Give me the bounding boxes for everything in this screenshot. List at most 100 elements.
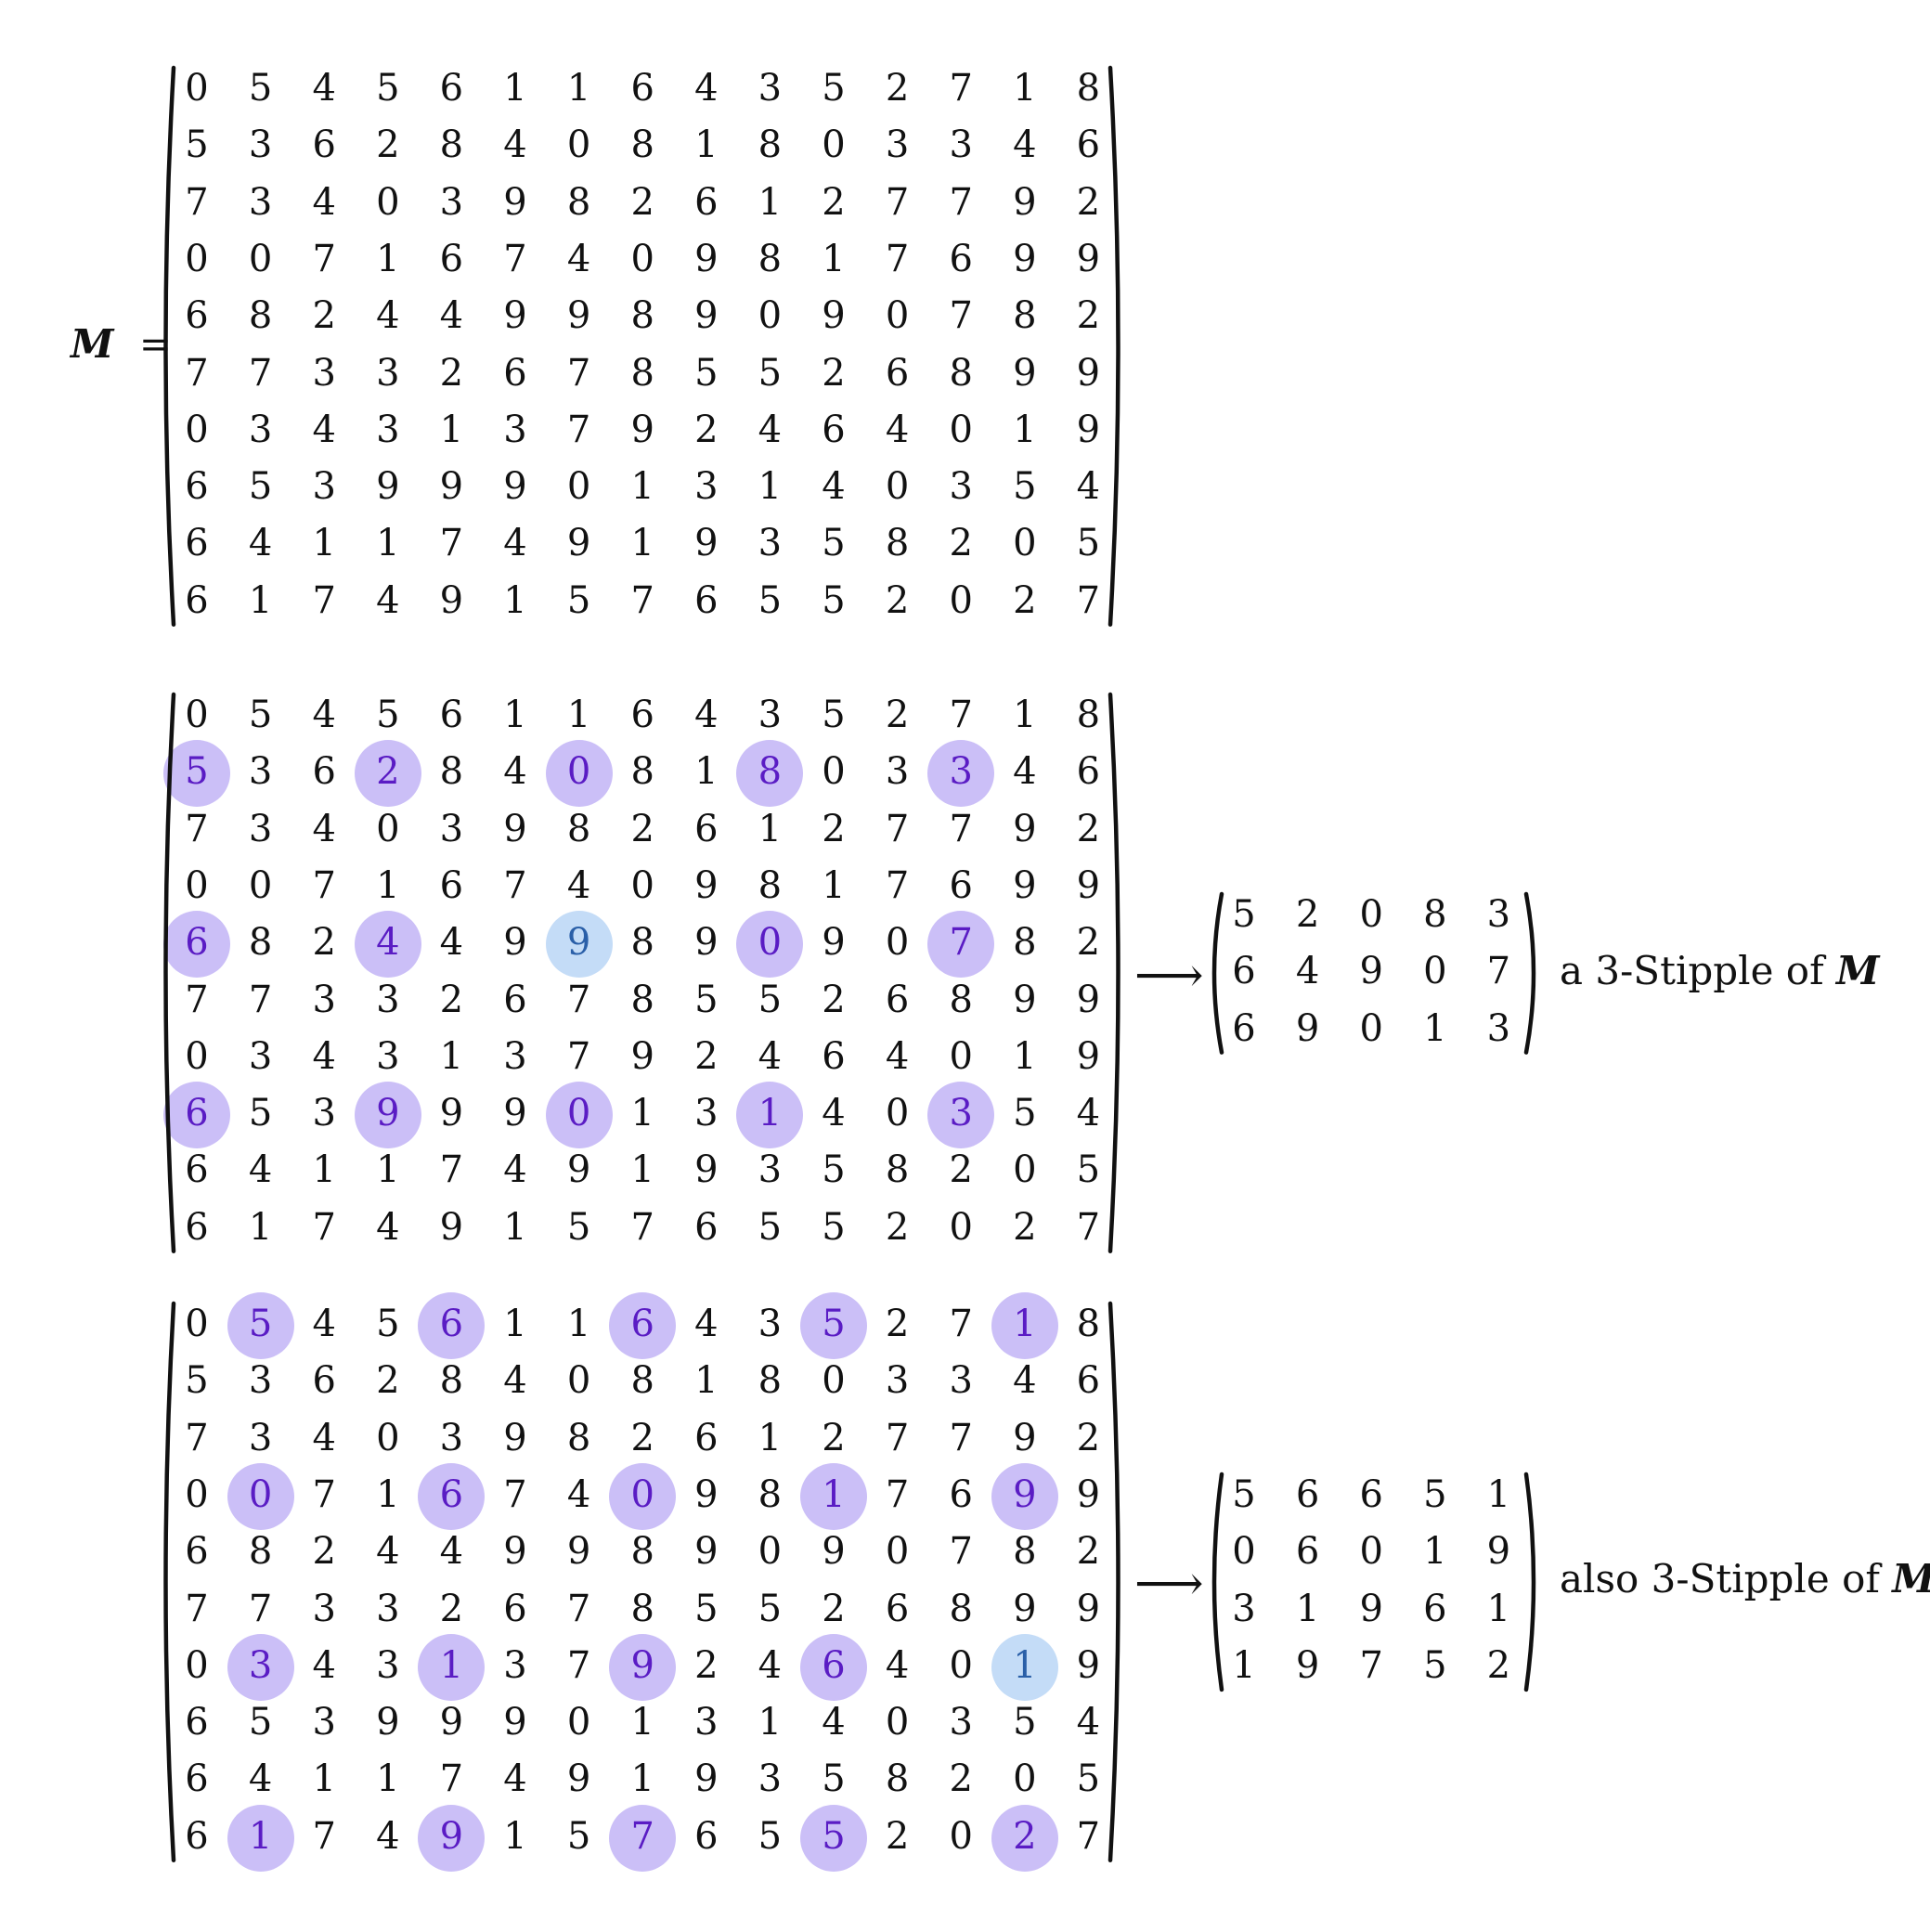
matrix-cell: 1: [630, 522, 654, 565]
matrix-cell: 5: [376, 67, 400, 110]
matrix-cell: 1: [1013, 1643, 1037, 1687]
highlight-circle: [227, 1462, 294, 1530]
matrix-cell: 0: [185, 408, 209, 451]
matrix-cell: 9: [503, 1701, 527, 1744]
matrix-cell: 7: [949, 807, 973, 850]
matrix-cell: 4: [1076, 465, 1101, 509]
matrix-cell: 5: [1013, 465, 1037, 509]
matrix-cell: 9: [1076, 1472, 1101, 1516]
matrix-cell: 5: [758, 1814, 783, 1858]
matrix-cell: 4: [566, 863, 591, 907]
matrix-cell: 8: [630, 750, 654, 794]
matrix-cell: 9: [503, 921, 527, 965]
matrix-cell: 9: [694, 921, 719, 965]
matrix-cell: 1: [1486, 1473, 1511, 1516]
matrix-cell: 0: [949, 408, 973, 451]
matrix-cell: 8: [758, 1359, 783, 1403]
matrix-cell: 4: [312, 1034, 336, 1078]
matrix-cell: 4: [822, 1092, 846, 1135]
matrix-cell: 5: [566, 578, 591, 622]
matrix-cell: 9: [1076, 1034, 1101, 1078]
matrix-cell: 0: [566, 1701, 591, 1744]
matrix-cell: 2: [949, 522, 973, 565]
matrix-cell: 3: [503, 1034, 527, 1078]
highlight-circle: [418, 1292, 486, 1359]
matrix-cell: 6: [185, 1757, 209, 1801]
matrix-cell: 2: [949, 1757, 973, 1801]
matrix-cell: 2: [1076, 180, 1101, 224]
matrix-cell: 8: [566, 180, 591, 224]
matrix-cell: 4: [1295, 950, 1320, 993]
matrix-cell: 2: [822, 1416, 846, 1459]
matrix-cell: 9: [566, 1148, 591, 1192]
matrix-cell: 9: [1076, 237, 1101, 280]
arrow-example-2: ⟶: [1134, 1556, 1204, 1612]
matrix-cell: 7: [1359, 1643, 1383, 1687]
matrix-cell: 7: [312, 863, 336, 907]
matrix-cell: 0: [630, 237, 654, 280]
matrix-cell: 9: [566, 921, 591, 965]
matrix-cell: 1: [1486, 1587, 1511, 1630]
matrix-cell: 6: [439, 1472, 464, 1516]
matrix-cell: 6: [1423, 1587, 1447, 1630]
matrix-cell: 4: [376, 921, 400, 965]
matrix-cell: 3: [439, 1416, 464, 1459]
matrix-cell: 6: [694, 1814, 719, 1858]
matrix-cell: 7: [312, 578, 336, 622]
matrix-cell: 9: [1013, 1472, 1037, 1516]
matrix-cell: 2: [885, 578, 910, 622]
matrix-cell: 6: [439, 1303, 464, 1345]
matrix-cell: 6: [1076, 1359, 1101, 1403]
matrix-cell: 9: [1076, 978, 1101, 1021]
matrix-cell: 9: [694, 237, 719, 280]
matrix-cell: 0: [1013, 522, 1037, 565]
matrix-cell: 5: [1232, 893, 1256, 936]
highlight-circle-special: [545, 911, 613, 979]
matrix-cell: 6: [185, 465, 209, 509]
matrix-cell: 1: [1423, 1006, 1447, 1050]
matrix-cell: 9: [1295, 1643, 1320, 1687]
matrix-cell: 9: [822, 294, 846, 338]
matrix-cell: 4: [1076, 1092, 1101, 1135]
matrix-cell: 3: [312, 1587, 336, 1630]
matrix-cell: 9: [566, 522, 591, 565]
matrix-cell: 2: [885, 1814, 910, 1858]
matrix-cell: 1: [694, 1359, 719, 1403]
matrix-cell: 9: [630, 408, 654, 451]
matrix-cell: 5: [1076, 1148, 1101, 1192]
matrix-cell: 7: [949, 1530, 973, 1574]
matrix-cell: 4: [503, 123, 527, 167]
matrix-cell: 2: [1076, 1530, 1101, 1574]
matrix-cell: 9: [1013, 237, 1037, 280]
matrix-cell: 7: [312, 1814, 336, 1858]
matrix-cell: 8: [630, 294, 654, 338]
matrix-cell: 0: [758, 1530, 783, 1574]
matrix-cell: 8: [758, 123, 783, 167]
matrix-cell: 8: [885, 1757, 910, 1801]
matrix-cell: 4: [312, 408, 336, 451]
matrix-cell: 0: [758, 294, 783, 338]
matrix-cell: 6: [312, 750, 336, 794]
matrix-cell: 1: [694, 750, 719, 794]
matrix-cell: 3: [248, 750, 273, 794]
matrix-cell: 9: [503, 1416, 527, 1459]
caption-text: a 3-Stipple of: [1560, 948, 1824, 993]
matrix-cell: 3: [694, 465, 719, 509]
highlight-circle: [609, 1462, 677, 1530]
matrix-cell: 4: [694, 1303, 719, 1345]
matrix-cell: 8: [885, 1148, 910, 1192]
matrix-cell: 2: [885, 67, 910, 110]
matrix-cell: 7: [185, 978, 209, 1021]
matrix-cell: 3: [949, 1701, 973, 1744]
matrix-cell: 9: [1359, 1587, 1383, 1630]
matrix-cell: 2: [822, 1587, 846, 1630]
matrix-cell: 2: [312, 921, 336, 965]
matrix-cell: 3: [312, 351, 336, 395]
matrix-cell: 8: [630, 1359, 654, 1403]
caption-example-1: a 3-Stipple of M: [1560, 952, 1880, 991]
matrix-cell: 7: [312, 237, 336, 280]
matrix-cell: 0: [185, 1034, 209, 1078]
matrix-cell: 5: [566, 1205, 591, 1249]
highlight-circle: [927, 911, 995, 979]
matrix-cell: 7: [312, 1205, 336, 1249]
